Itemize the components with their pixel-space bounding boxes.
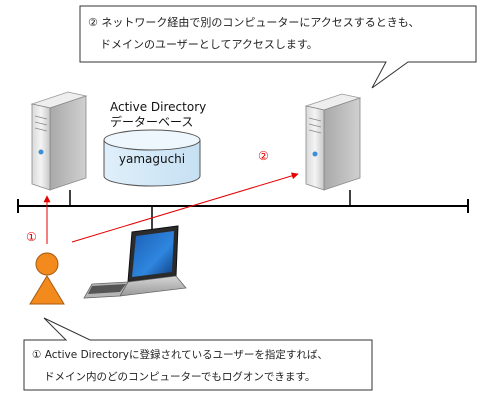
network-line [17, 190, 469, 232]
power-led-icon [312, 151, 318, 157]
power-led-icon [38, 149, 44, 155]
step1-marker: ① [26, 230, 37, 244]
callout-top: ② ネットワーク経由で別のコンピューターにアクセスするときも、 ドメインのユーザ… [79, 5, 477, 89]
callout-bottom-line1: ① Active Directoryに登録されているユーザーを指定すれば、 [32, 348, 328, 361]
remote-server-icon [304, 93, 362, 191]
db-entry-text: yamaguchi [119, 152, 185, 166]
callout-bottom: ① Active Directoryに登録されているユーザーを指定すれば、 ドメ… [23, 317, 373, 391]
step2-marker: ② [258, 149, 269, 163]
arrow-to-remote-server [71, 172, 299, 243]
laptop-icon [83, 225, 187, 299]
ad-label-line2: データーベース [110, 114, 193, 129]
database-icon: yamaguchi [103, 129, 201, 187]
logon-arrows [43, 172, 299, 244]
callout-bottom-line2: ドメイン内のどのコンピューターでもログオンできます。 [44, 370, 315, 383]
callout-top-line1: ② ネットワーク経由で別のコンピューターにアクセスするときも、 [88, 15, 419, 29]
ad-label-line1: Active Directory [110, 100, 206, 114]
ad-server-icon [30, 91, 88, 191]
user-person-icon [29, 252, 65, 305]
callout-top-line2: ドメインのユーザーとしてアクセスします。 [100, 38, 318, 51]
